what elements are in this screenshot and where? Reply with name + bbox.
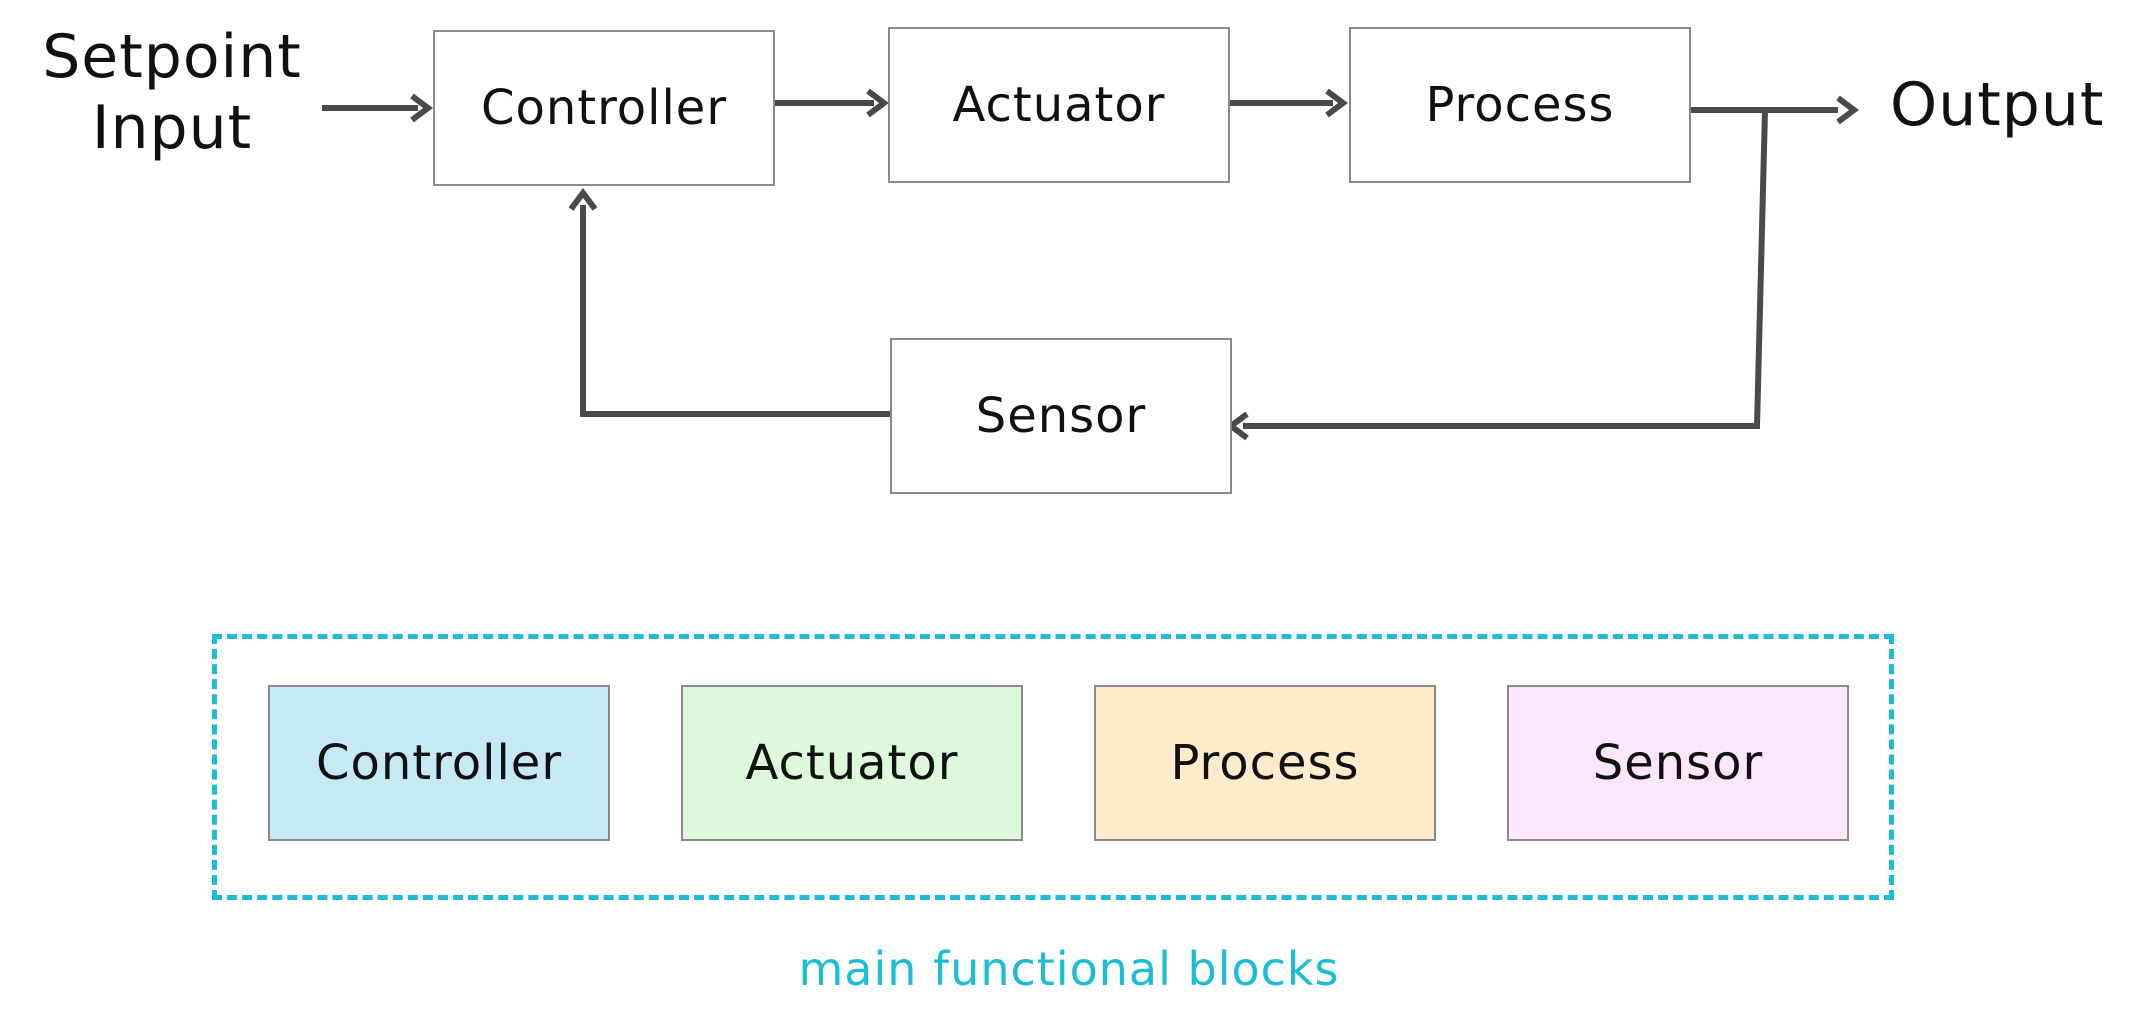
- legend-sensor-block: Sensor: [1507, 685, 1849, 841]
- actuator-block: Actuator: [888, 27, 1230, 183]
- legend-process-block: Process: [1094, 685, 1436, 841]
- setpoint-input-label: Setpoint Input: [22, 22, 322, 164]
- feedback-line-output-to-sensor: [1243, 109, 1768, 429]
- legend-caption: main functional blocks: [798, 942, 1340, 996]
- legend-controller-block: Controller: [268, 685, 610, 841]
- arrowhead-process-to-output: [1836, 95, 1859, 125]
- legend-frame: [212, 634, 1894, 900]
- process-block: Process: [1349, 27, 1691, 183]
- arrowhead-input-to-controller: [410, 93, 433, 123]
- arrowhead-actuator-to-process: [1325, 88, 1348, 118]
- arrowhead-to-controller: [568, 188, 598, 211]
- feedback-line-sensor-to-controller: [580, 205, 890, 417]
- setpoint-label-line1: Setpoint: [42, 22, 302, 92]
- controller-block: Controller: [433, 30, 775, 186]
- sensor-block: Sensor: [890, 338, 1232, 494]
- arrowhead-controller-to-actuator: [866, 88, 889, 118]
- output-label: Output: [1890, 70, 2105, 140]
- legend-actuator-block: Actuator: [681, 685, 1023, 841]
- setpoint-label-line2: Input: [91, 92, 253, 163]
